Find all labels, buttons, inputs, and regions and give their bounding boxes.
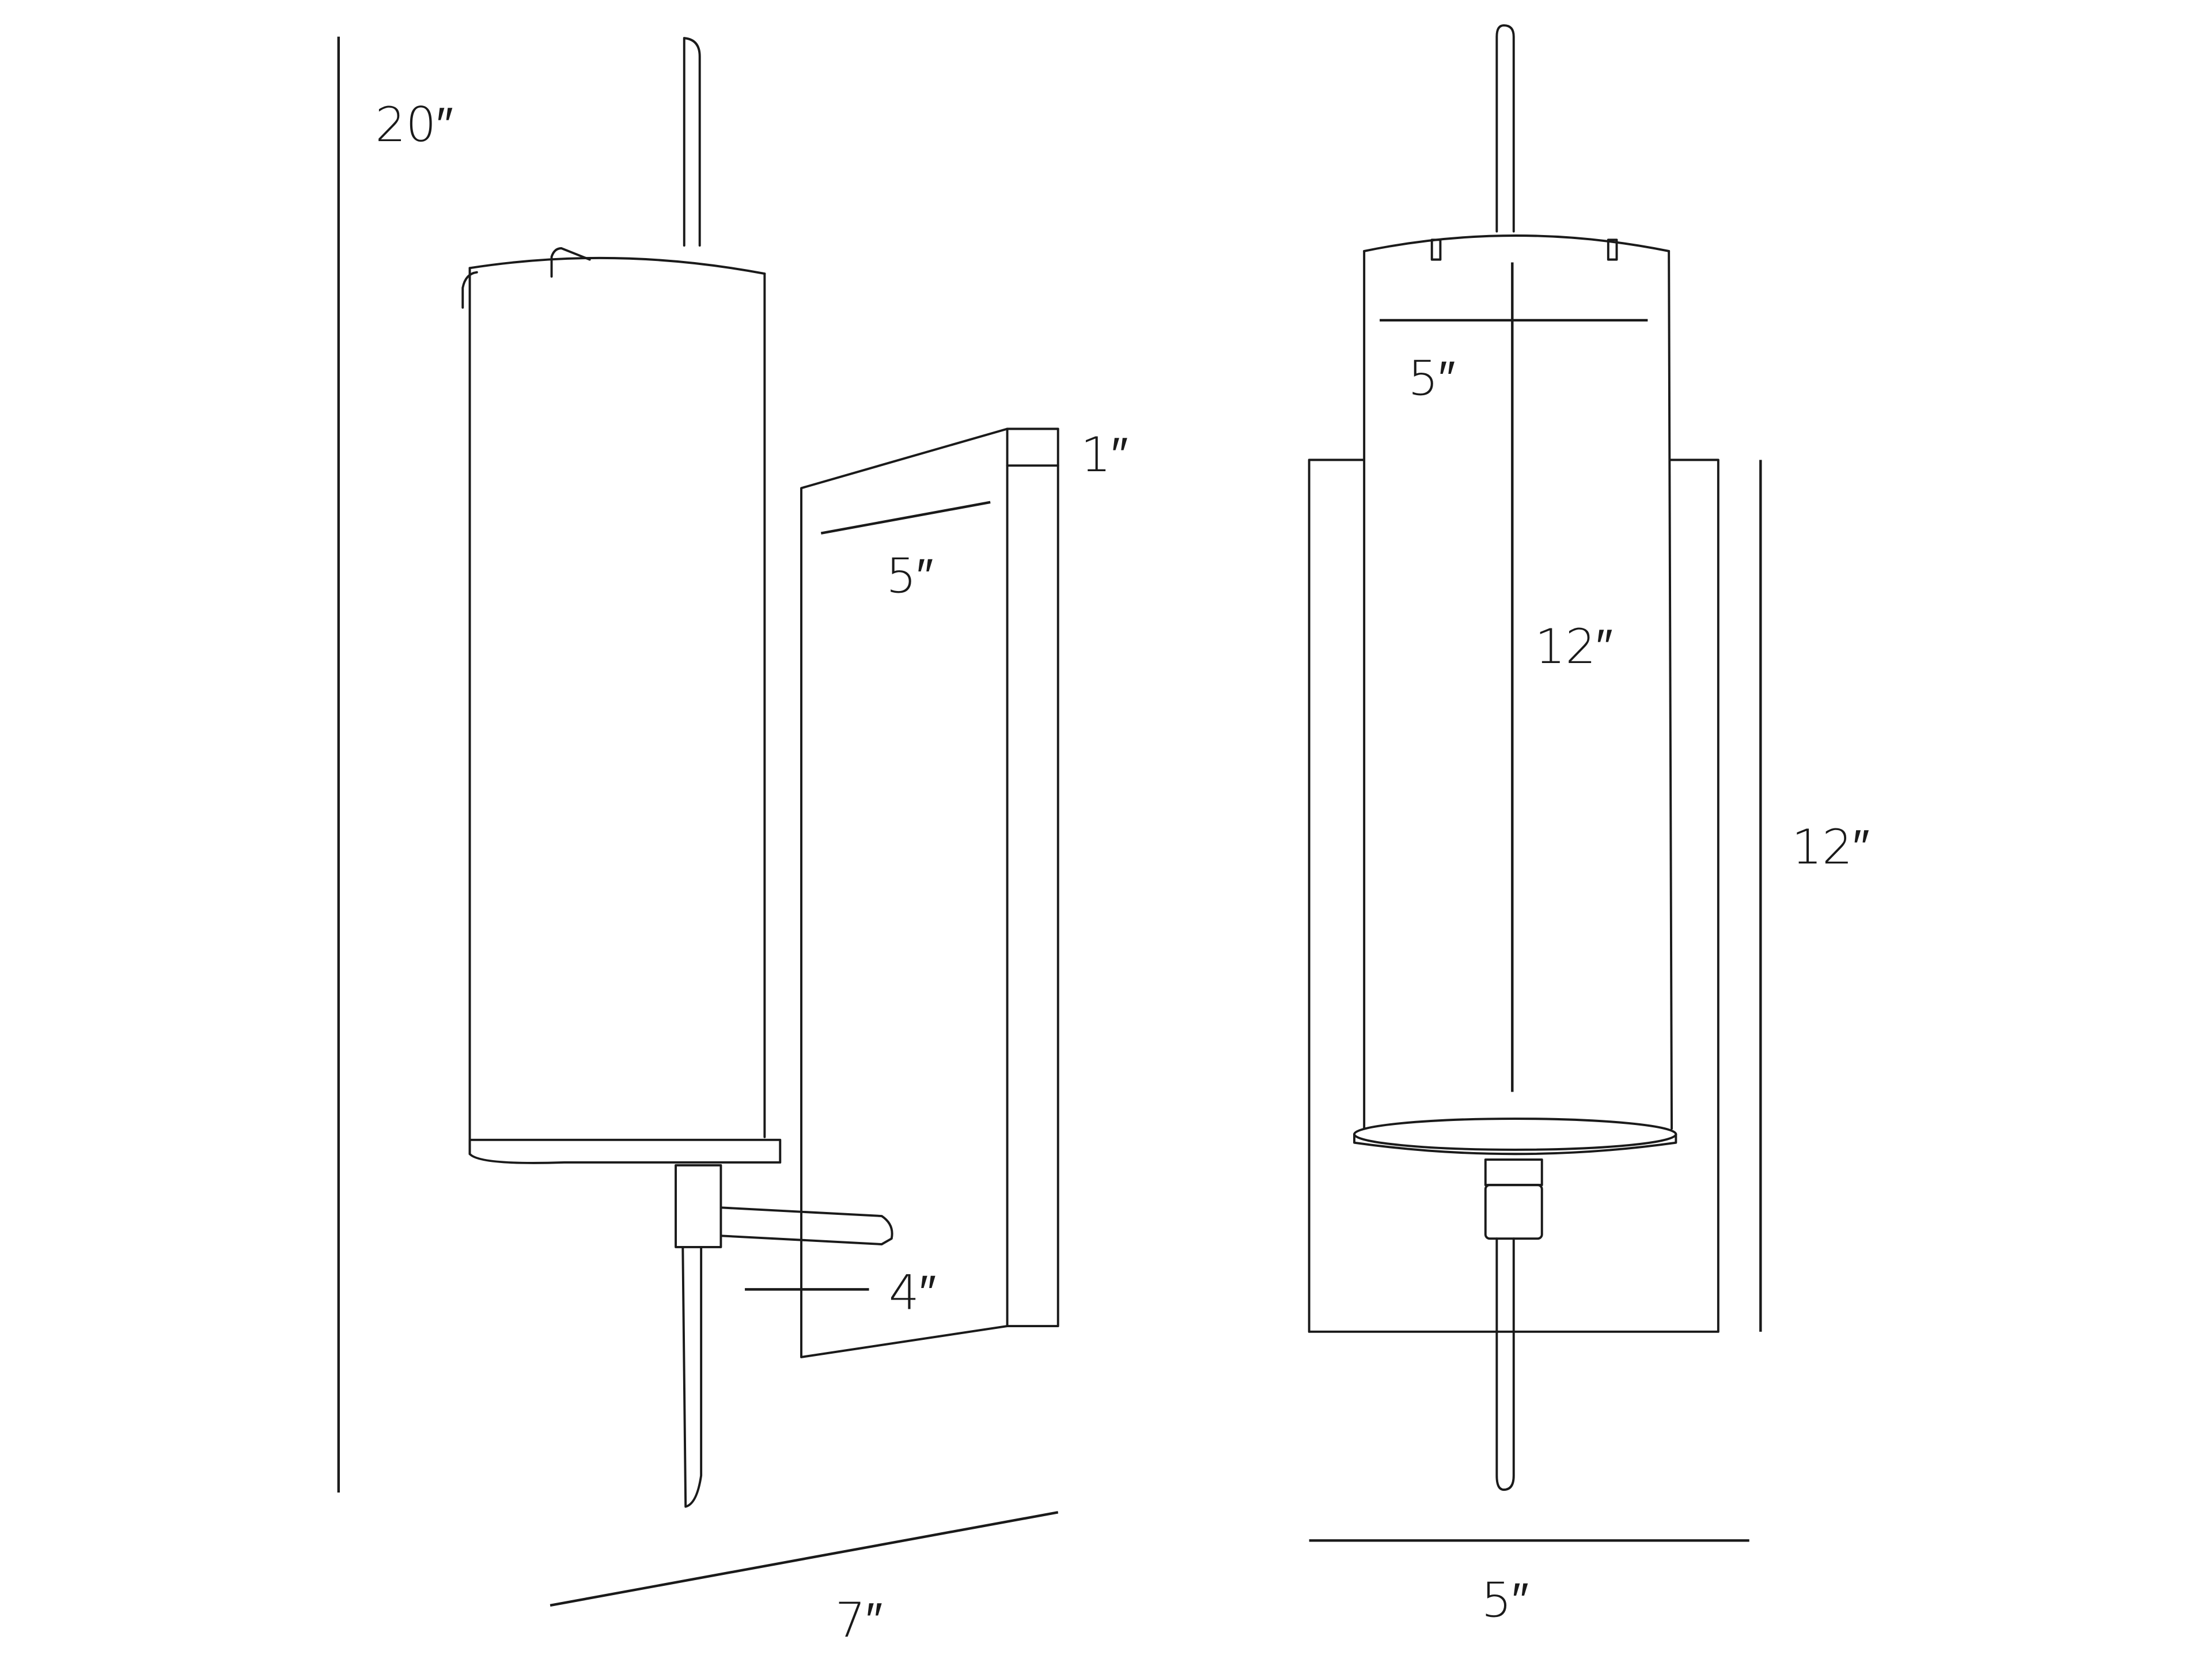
overall-height-label: 20″ xyxy=(375,97,453,153)
front-socket-top xyxy=(1484,1158,1543,1187)
shade-bottom-ring xyxy=(468,1138,782,1164)
backplate-height-label: 12″ xyxy=(1791,819,1869,875)
depth-dimension-line xyxy=(550,1511,1059,1607)
front-shade-right-edge xyxy=(1668,249,1673,1130)
shade-hook-center xyxy=(550,247,591,278)
shade-diameter-label: 5″ xyxy=(1408,351,1455,407)
backplate-width-label: 5″ xyxy=(886,548,933,604)
front-bottom-ring-edge xyxy=(1353,1133,1677,1156)
backplate-depth-label: 1″ xyxy=(1081,427,1128,483)
shade-fill xyxy=(1364,240,1669,1137)
top-rod xyxy=(683,37,701,247)
overall-depth-label: 7″ xyxy=(835,1592,882,1648)
front-width-label: 5″ xyxy=(1481,1573,1528,1628)
backplate-width-dimension-line xyxy=(820,501,991,535)
arm-socket xyxy=(675,1164,722,1248)
front-socket-bottom xyxy=(1484,1184,1543,1240)
side-view: 20″ 4″ 1″ 5″ 7″ xyxy=(337,36,1128,1648)
shade-top-rim xyxy=(468,256,766,275)
front-view: 5″ 12″ 12″ 5″ xyxy=(1308,24,1870,1628)
front-shade-top-rim xyxy=(1363,234,1671,252)
shade-hook-left xyxy=(461,271,478,309)
front-shade-clip-right xyxy=(1607,238,1618,261)
front-shade-clip-left xyxy=(1430,238,1442,261)
shade-height-label: 12″ xyxy=(1535,619,1612,675)
arm-extension-label: 4″ xyxy=(889,1265,936,1321)
front-lower-rod xyxy=(1495,1237,1515,1491)
top-rod-front xyxy=(1495,24,1515,233)
lower-rod xyxy=(681,1245,703,1508)
horizontal-arm xyxy=(719,1206,893,1245)
